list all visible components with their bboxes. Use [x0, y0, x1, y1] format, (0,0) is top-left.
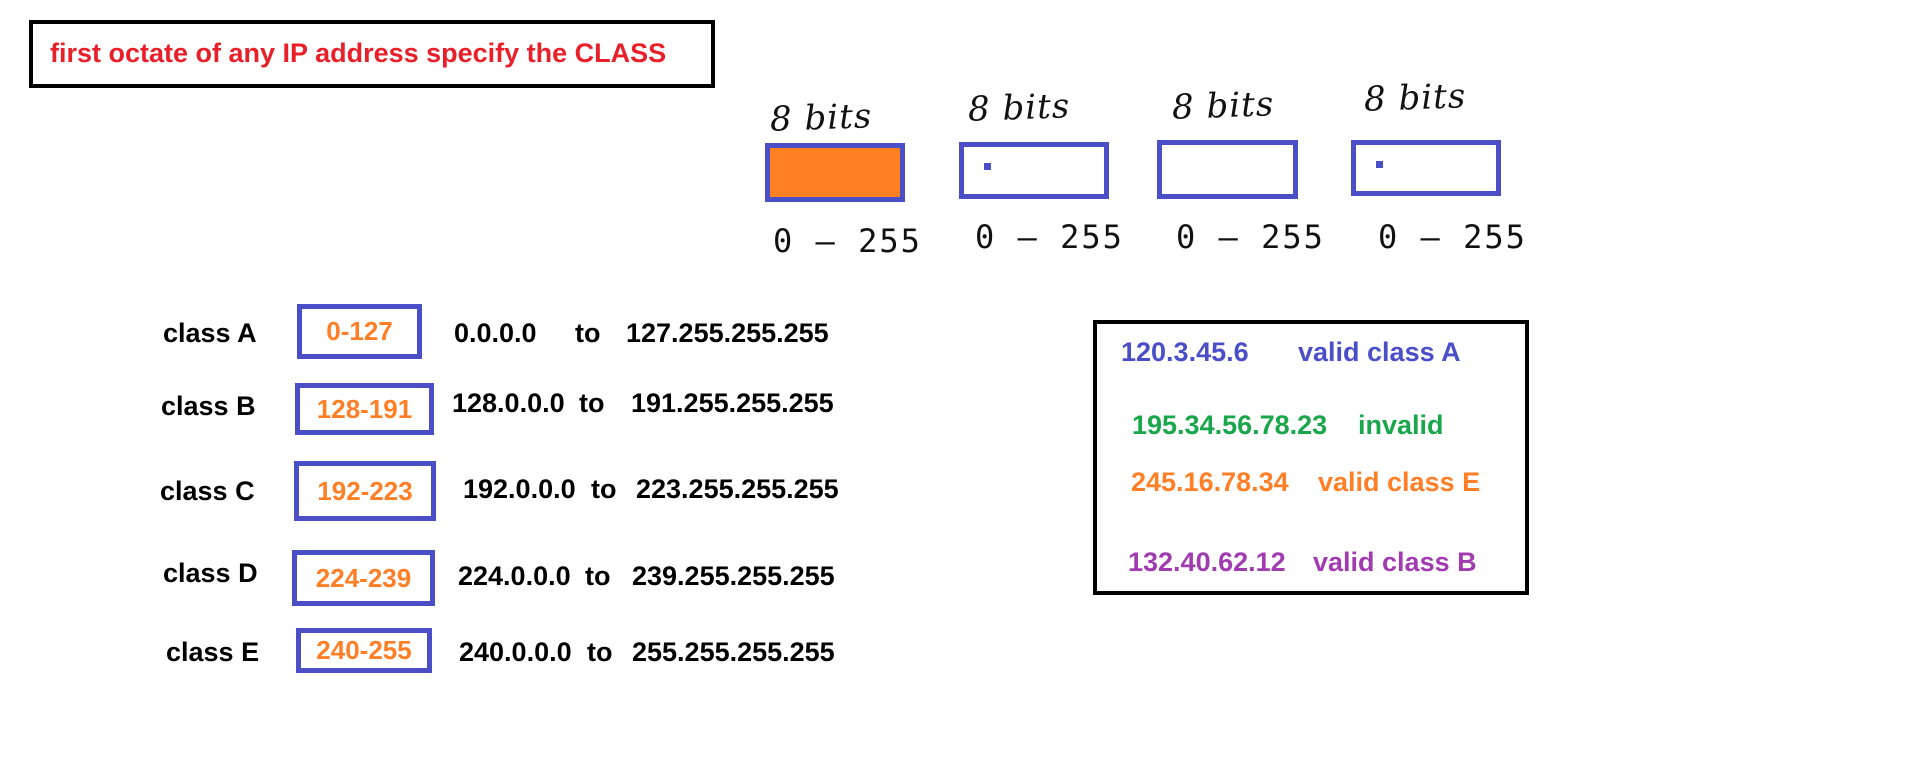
class-a-from: 0.0.0.0 [454, 318, 537, 348]
class-b-from: 128.0.0.0 [452, 388, 565, 418]
class-a-range-box: 0-127 [297, 304, 422, 359]
example-1-ip: 120.3.45.6 [1121, 337, 1249, 367]
class-d-to: 239.255.255.255 [632, 561, 835, 591]
octet-2-box [959, 142, 1109, 199]
class-b-range-box: 128-191 [295, 383, 434, 435]
octet-3-range-label: 0 – 255 [1176, 218, 1325, 256]
class-c-to: 223.255.255.255 [636, 474, 839, 504]
octet-4-bits-label: 8 bits [1363, 76, 1467, 120]
class-d-range-box: 224-239 [292, 550, 435, 606]
class-d-range: 224-239 [315, 562, 412, 593]
diagram-title: first octate of any IP address specify t… [50, 38, 667, 68]
class-c-range-box: 192-223 [294, 461, 436, 521]
class-d-from: 224.0.0.0 [458, 561, 571, 591]
class-a-to: 127.255.255.255 [626, 318, 829, 348]
class-b-range: 128-191 [316, 393, 413, 424]
example-2-verdict: invalid [1358, 410, 1444, 440]
examples-box [1093, 320, 1529, 595]
class-b-to-word: to [579, 388, 605, 418]
example-2-ip: 195.34.56.78.23 [1132, 410, 1328, 440]
class-c-range: 192-223 [317, 475, 413, 506]
example-4-verdict: valid class B [1313, 547, 1477, 577]
octet-1-box [765, 143, 905, 202]
example-4-ip: 132.40.62.12 [1128, 547, 1286, 577]
octet-4-dot [1376, 161, 1383, 168]
octet-1-range-label: 0 – 255 [773, 222, 922, 260]
example-1-verdict: valid class A [1298, 337, 1461, 367]
title-box [29, 20, 715, 88]
class-d-label: class D [163, 558, 258, 588]
class-a-to-word: to [575, 318, 601, 348]
octet-3-bits-label: 8 bits [1171, 84, 1275, 128]
class-e-label: class E [166, 637, 260, 667]
octet-3-box [1157, 140, 1298, 199]
octet-4-box [1351, 140, 1501, 196]
octet-2-dot [984, 163, 991, 170]
octet-2-bits-label: 8 bits [967, 86, 1071, 130]
class-a-range: 0-127 [326, 316, 393, 346]
class-c-from: 192.0.0.0 [463, 474, 576, 504]
class-d-to-word: to [585, 561, 611, 591]
class-b-to: 191.255.255.255 [631, 388, 834, 418]
class-e-range: 240-255 [316, 635, 412, 665]
class-c-to-word: to [591, 474, 617, 504]
class-c-label: class C [160, 476, 255, 506]
class-a-label: class A [163, 318, 257, 348]
example-3-verdict: valid class E [1318, 467, 1481, 497]
class-e-to-word: to [587, 637, 613, 667]
octet-2-range-label: 0 – 255 [975, 218, 1124, 256]
class-b-label: class B [161, 391, 256, 421]
class-e-to: 255.255.255.255 [632, 637, 835, 667]
octet-1-bits-label: 8 bits [769, 96, 873, 140]
example-3-ip: 245.16.78.34 [1131, 467, 1289, 497]
class-e-range-box: 240-255 [296, 628, 432, 673]
octet-4-range-label: 0 – 255 [1378, 218, 1527, 256]
class-e-from: 240.0.0.0 [459, 637, 572, 667]
